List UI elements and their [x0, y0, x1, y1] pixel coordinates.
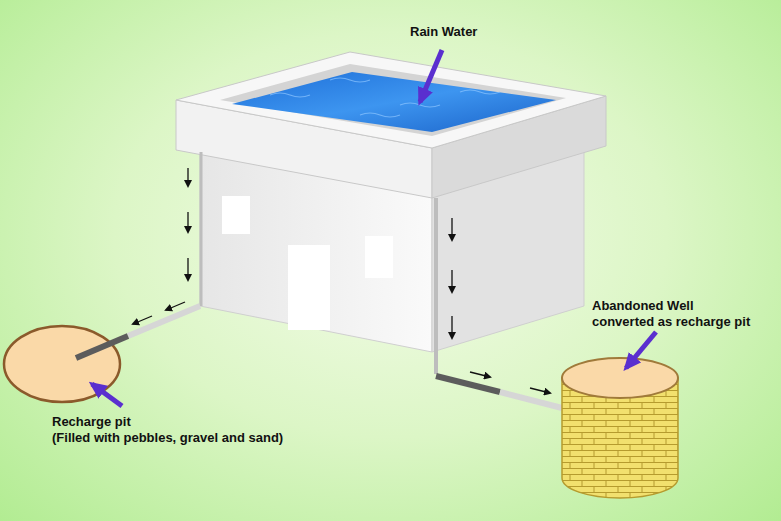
rain-water [232, 72, 556, 132]
flow-arrows [133, 302, 185, 324]
flow-arrows [470, 372, 550, 393]
callout-arrow [92, 384, 122, 406]
pipe [128, 306, 200, 336]
callout-arrow [420, 50, 442, 102]
callout-label: Abandoned Well [592, 298, 694, 314]
pipe [500, 392, 562, 408]
downpipe [434, 198, 438, 374]
well-top [562, 358, 678, 398]
flow-arrows [188, 168, 452, 338]
downpipe [200, 152, 203, 306]
window [222, 196, 250, 234]
roof-inner [220, 64, 566, 136]
callout-label: Recharge pit [52, 414, 131, 430]
door [288, 245, 330, 330]
pipe [76, 336, 128, 358]
callout-label: Rain Water [410, 24, 477, 40]
callout-label: converted as recharge pit [592, 314, 750, 330]
callout-arrow [626, 332, 656, 368]
window [365, 236, 393, 278]
parapet-top [176, 52, 606, 148]
callout-label: (Filled with pebbles, gravel and sand) [52, 430, 283, 446]
pipe [436, 376, 500, 392]
